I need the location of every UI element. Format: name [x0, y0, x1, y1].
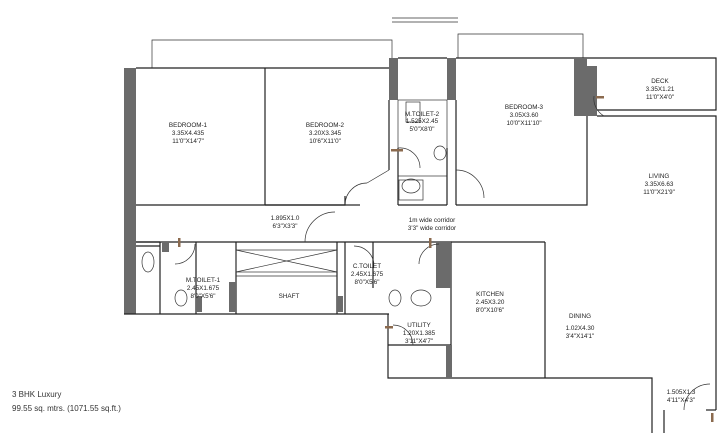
svg-text:M.TOILET-2: M.TOILET-2	[405, 111, 440, 118]
room-label-foyer: 1.505X1.3 4'11"X4'3"	[667, 389, 696, 404]
svg-text:1.525X2.45: 1.525X2.45	[406, 118, 439, 125]
shaft-box	[235, 249, 338, 277]
svg-text:4'11"X4'3": 4'11"X4'3"	[667, 397, 695, 404]
svg-text:DINING: DINING	[569, 313, 591, 320]
room-label-mtoilet1: M.TOILET-1 2.45X1.675 8'0"X5'6"	[186, 277, 221, 300]
door-markers	[178, 96, 714, 422]
svg-text:KITCHEN: KITCHEN	[476, 291, 504, 298]
svg-text:3.20X3.345: 3.20X3.345	[309, 130, 342, 137]
room-label-living: LIVING 3.35X6.63 11'0"X21'9"	[643, 173, 675, 196]
room-label-bedroom1: BEDROOM-1 3.35X4.435 11'0"X14'7"	[169, 122, 208, 145]
door-swings	[174, 95, 711, 411]
room-label-corridor: 1m wide corridor 3'3" wide corridor	[408, 217, 456, 232]
svg-text:1.505X1.3: 1.505X1.3	[667, 389, 696, 396]
svg-text:2.45X3.20: 2.45X3.20	[476, 299, 505, 306]
svg-text:6'3"X3'3": 6'3"X3'3"	[272, 223, 297, 230]
room-label-passage: 1.895X1.0 6'3"X3'3"	[271, 215, 300, 230]
svg-text:8'0"X10'6": 8'0"X10'6"	[476, 307, 505, 314]
svg-text:11'0"X14'7": 11'0"X14'7"	[172, 138, 204, 145]
room-label-kitchen: KITCHEN 2.45X3.20 8'0"X10'6"	[476, 291, 505, 314]
plan-type: 3 BHK Luxury	[12, 390, 61, 399]
room-label-deck: DECK 3.35X1.21 11'0"X4'0"	[646, 78, 675, 101]
svg-text:5'0"X8'0": 5'0"X8'0"	[409, 126, 434, 133]
svg-text:1m wide corridor: 1m wide corridor	[409, 217, 456, 224]
svg-text:DECK: DECK	[651, 78, 669, 85]
room-label-ctoilet: C.TOILET 2.45X1.675 8'0"X5'6"	[351, 263, 384, 286]
svg-text:SHAFT: SHAFT	[279, 293, 300, 300]
room-label-bedroom3: BEDROOM-3 3.05X3.60 10'0"X11'10"	[505, 104, 544, 127]
fixtures	[141, 101, 447, 307]
svg-text:3'3" wide corridor: 3'3" wide corridor	[408, 225, 456, 232]
room-label-shaft: SHAFT	[279, 293, 300, 300]
svg-text:3.35X4.435: 3.35X4.435	[172, 130, 205, 137]
svg-text:3'4"X14'1": 3'4"X14'1"	[566, 333, 595, 340]
svg-text:10'6"X11'0": 10'6"X11'0"	[309, 138, 341, 145]
room-label-bedroom2: BEDROOM-2 3.20X3.345 10'6"X11'0"	[306, 122, 345, 145]
svg-text:8'0"X5'6": 8'0"X5'6"	[354, 279, 379, 286]
balcony-outline	[151, 17, 584, 68]
shaft-walls	[162, 242, 452, 378]
svg-text:1.895X1.0: 1.895X1.0	[271, 215, 300, 222]
svg-text:M.TOILET-1: M.TOILET-1	[186, 277, 221, 284]
svg-text:2.45X1.675: 2.45X1.675	[351, 271, 384, 278]
interior-walls	[136, 68, 588, 378]
svg-text:11'0"X21'9": 11'0"X21'9"	[643, 189, 675, 196]
svg-text:3'11"X4'7": 3'11"X4'7"	[405, 338, 433, 345]
plan-area: 99.55 sq. mtrs. (1071.55 sq.ft.)	[12, 404, 121, 413]
svg-text:3.05X3.60: 3.05X3.60	[510, 112, 539, 119]
svg-text:1.20X1.385: 1.20X1.385	[403, 330, 436, 337]
svg-text:10'0"X11'10": 10'0"X11'10"	[506, 120, 541, 127]
svg-text:2.45X1.675: 2.45X1.675	[187, 285, 220, 292]
outer-walls	[124, 57, 717, 433]
svg-text:11'0"X4'0": 11'0"X4'0"	[646, 94, 674, 101]
svg-text:1.02X4.30: 1.02X4.30	[566, 325, 595, 332]
room-label-utility: UTILITY 1.20X1.385 3'11"X4'7"	[403, 322, 436, 345]
svg-text:BEDROOM-3: BEDROOM-3	[505, 104, 544, 111]
svg-text:LIVING: LIVING	[649, 173, 670, 180]
svg-text:BEDROOM-1: BEDROOM-1	[169, 122, 208, 129]
plan-caption: 3 BHK Luxury 99.55 sq. mtrs. (1071.55 sq…	[12, 390, 121, 413]
svg-text:C.TOILET: C.TOILET	[353, 263, 381, 270]
svg-text:3.35X6.63: 3.35X6.63	[645, 181, 674, 188]
svg-text:BEDROOM-2: BEDROOM-2	[306, 122, 345, 129]
room-label-dining: DINING 1.02X4.30 3'4"X14'1"	[566, 313, 595, 340]
room-label-mtoilet2: M.TOILET-2 1.525X2.45 5'0"X8'0"	[405, 111, 440, 133]
svg-text:3.35X1.21: 3.35X1.21	[646, 86, 675, 93]
svg-text:8'0"X5'6": 8'0"X5'6"	[190, 293, 215, 300]
svg-text:UTILITY: UTILITY	[407, 322, 431, 329]
